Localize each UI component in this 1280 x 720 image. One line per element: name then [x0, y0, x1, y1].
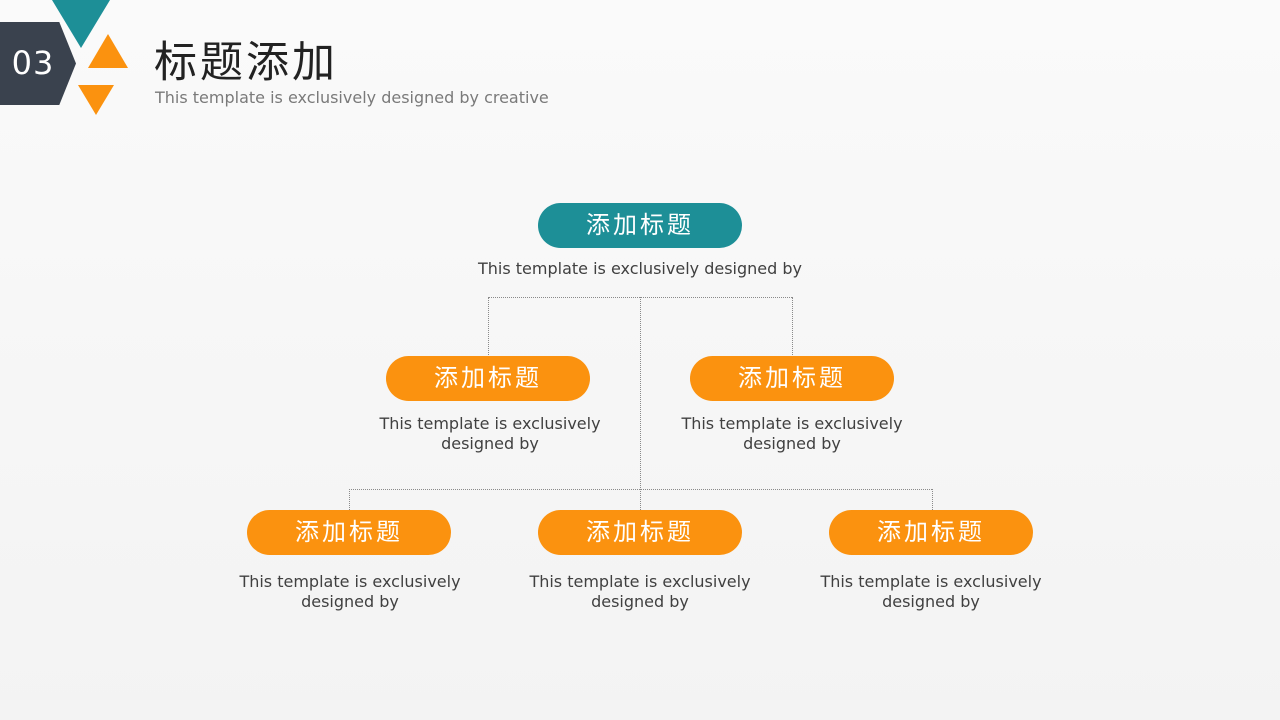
connector-to-level2-right	[792, 297, 793, 355]
level2-node-left-title: 添加标题	[386, 356, 590, 401]
page-subtitle: This template is exclusively designed by…	[155, 88, 549, 107]
desc-line: This template is exclusively	[239, 572, 461, 591]
level3-node-center-title: 添加标题	[538, 510, 742, 555]
desc-line: designed by	[743, 434, 841, 453]
level2-node-right-description: This template is exclusively designed by	[672, 414, 912, 454]
level3-node-right-title: 添加标题	[829, 510, 1033, 555]
section-badge	[0, 22, 76, 105]
section-number: 03	[11, 44, 55, 82]
connector-to-level3-right	[932, 489, 933, 510]
page-title: 标题添加	[154, 38, 338, 88]
level2-node-left-description: This template is exclusively designed by	[370, 414, 610, 454]
level3-node-left-title: 添加标题	[247, 510, 451, 555]
desc-line: designed by	[591, 592, 689, 611]
desc-line: designed by	[441, 434, 539, 453]
root-node-title: 添加标题	[538, 203, 742, 248]
level3-node-center-description: This template is exclusively designed by	[520, 572, 760, 612]
desc-line: This template is exclusively	[379, 414, 601, 433]
level3-node-right-description: This template is exclusively designed by	[811, 572, 1051, 612]
level2-node-right-title: 添加标题	[690, 356, 894, 401]
desc-line: designed by	[882, 592, 980, 611]
desc-line: This template is exclusively	[820, 572, 1042, 591]
orange-triangle-up-decoration	[88, 34, 128, 68]
root-node-description: This template is exclusively designed by	[478, 259, 802, 278]
connector-level2-horizontal	[349, 489, 932, 490]
connector-to-level2-left	[488, 297, 489, 355]
connector-to-level3-left	[349, 489, 350, 510]
desc-line: This template is exclusively	[529, 572, 751, 591]
connector-trunk	[640, 297, 641, 510]
desc-line: designed by	[301, 592, 399, 611]
desc-line: This template is exclusively	[681, 414, 903, 433]
level3-node-left-description: This template is exclusively designed by	[230, 572, 470, 612]
orange-triangle-down-decoration	[78, 85, 114, 115]
